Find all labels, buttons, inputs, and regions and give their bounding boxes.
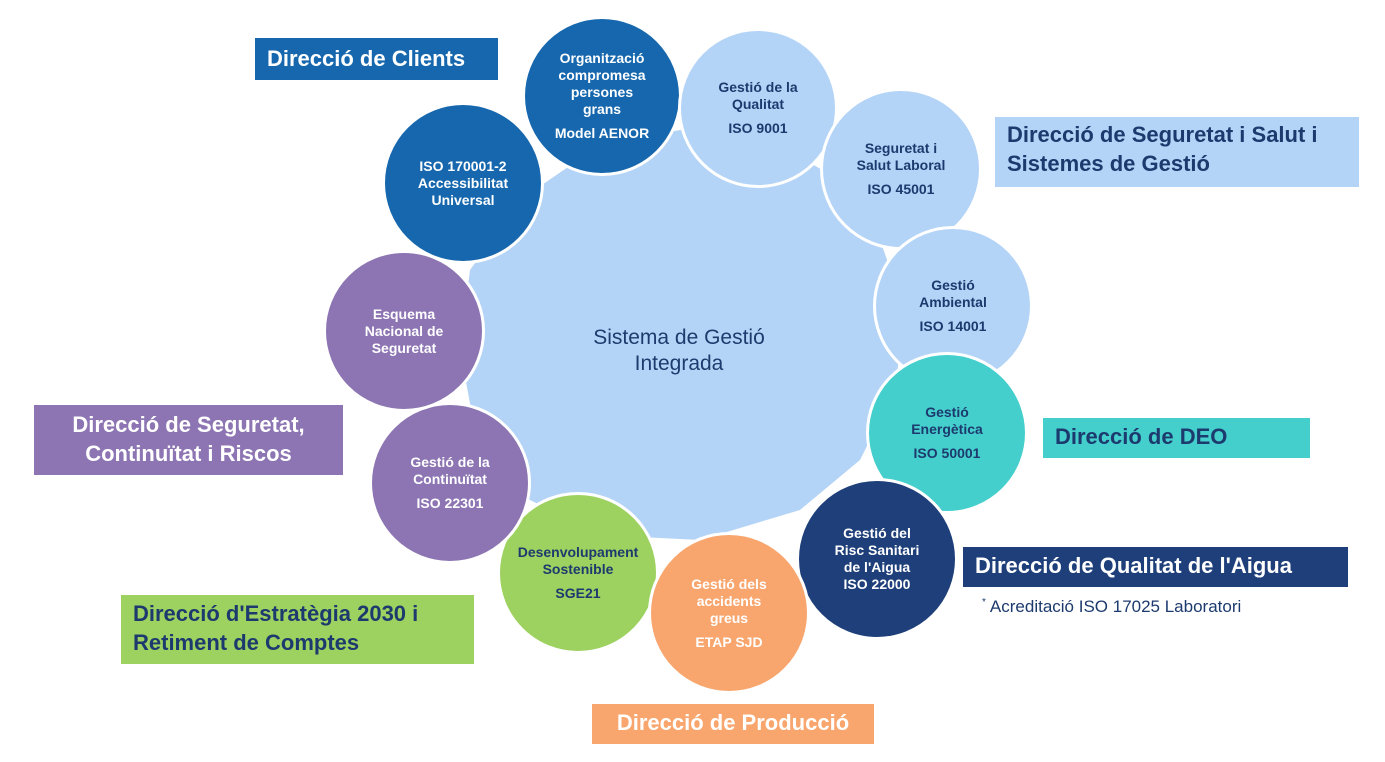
circle-line: Universal: [431, 191, 495, 208]
circle-line: Organització: [559, 50, 645, 66]
circle-line: Continuïtat: [413, 471, 487, 487]
label-text: Direcció de Producció: [616, 710, 850, 735]
circle-qualitat: Gestió de la Qualitat ISO 9001: [678, 28, 838, 188]
circle-line: Desenvolupament: [517, 544, 639, 560]
circle-line: Accessibilitat: [417, 174, 509, 191]
circle-accessibilitat: ISO 170001-2 Accessibilitat Universal: [382, 102, 544, 264]
circle-line: Salut Laboral: [856, 157, 946, 173]
label-direccio-seguretat-riscos: Direcció de Seguretat, Continuïtat i Ris…: [34, 405, 343, 475]
circle-sostenible: Desenvolupament Sostenible SGE21: [497, 492, 659, 654]
circle-line: Seguretat: [371, 339, 437, 356]
center-label-line-2: Integrada: [634, 352, 724, 375]
circle-line: Ambiental: [919, 294, 987, 310]
label-direccio-deo: Direcció de DEO: [1043, 418, 1310, 458]
circle-line: Gestió: [931, 277, 975, 293]
label-text: Direcció de Clients: [267, 46, 466, 71]
circle-model-aenor: Organització compromesa persones grans M…: [522, 16, 682, 176]
circle-line: Sostenible: [542, 561, 614, 577]
label-line: Continuïtat i Riscos: [85, 441, 292, 466]
circle-standard: ETAP SJD: [695, 633, 763, 650]
label-direccio-seguretat-salut: Direcció de Seguretat i Salut i Sistemes…: [995, 117, 1359, 187]
circle-standard: ISO 50001: [913, 445, 981, 461]
note-mark: *: [982, 597, 986, 608]
circle-line: Gestió de la: [410, 454, 490, 470]
circle-line: Gestió de la: [718, 79, 798, 95]
center-label: Sistema de Gestió Integrada: [548, 325, 810, 377]
circle-standard: ISO 14001: [919, 318, 987, 334]
circle-standard: ISO 22000: [843, 576, 911, 592]
circle-standard: ISO 45001: [867, 181, 935, 197]
circle-line: Qualitat: [731, 96, 785, 112]
label-direccio-estrategia: Direcció d'Estratègia 2030 i Retiment de…: [121, 595, 474, 664]
circle-line: Risc Sanitari: [834, 542, 920, 558]
label-text: Direcció de Qualitat de l'Aigua: [975, 553, 1292, 578]
circle-line: Nacional de: [364, 322, 444, 339]
label-line: Direcció de Seguretat i Salut i: [1007, 122, 1318, 147]
circle-line: Gestió del: [843, 525, 911, 541]
label-text: Direcció de DEO: [1055, 424, 1228, 449]
circle-line: ISO 170001-2: [419, 157, 507, 174]
circle-standard: Model AENOR: [554, 125, 650, 141]
circle-line: persones: [570, 84, 634, 100]
circle-continuitat: Gestió de la Continuïtat ISO 22301: [369, 402, 531, 564]
note-text: Acreditació ISO 17025 Laboratori: [989, 597, 1242, 616]
circle-standard: SGE21: [555, 585, 601, 601]
circle-line: compromesa: [558, 67, 646, 83]
circle-esquema-nacional: Esquema Nacional de Seguretat: [323, 250, 485, 412]
label-line: Direcció d'Estratègia 2030 i: [133, 601, 419, 626]
center-label-line-1: Sistema de Gestió: [593, 326, 765, 349]
label-direccio-clients: Direcció de Clients: [255, 38, 498, 80]
circle-line: grans: [582, 101, 622, 117]
circle-standard: ISO 9001: [728, 120, 788, 136]
circle-line: Seguretat i: [864, 140, 938, 156]
label-line: Direcció de Seguretat,: [72, 412, 305, 437]
circle-line: accidents: [696, 592, 762, 609]
label-direccio-qualitat-aigua: Direcció de Qualitat de l'Aigua: [963, 547, 1348, 587]
circle-line: Esquema: [372, 305, 436, 322]
label-line: Retiment de Comptes: [133, 630, 360, 655]
label-line: Sistemes de Gestió: [1007, 151, 1210, 176]
circle-line: Energètica: [911, 421, 983, 437]
circle-line: Gestió dels: [691, 575, 767, 592]
circle-risc-sanitari: Gestió del Risc Sanitari de l'Aigua ISO …: [796, 478, 958, 640]
circle-standard: ISO 22301: [416, 495, 484, 511]
circle-line: de l'Aigua: [843, 559, 911, 575]
circle-line: Gestió: [925, 404, 969, 420]
accreditation-note: *Acreditació ISO 17025 Laboratori: [982, 597, 1241, 617]
circle-line: greus: [709, 609, 749, 626]
label-direccio-produccio: Direcció de Producció: [592, 704, 874, 744]
circle-accidents-greus: Gestió dels accidents greus ETAP SJD: [648, 532, 810, 694]
